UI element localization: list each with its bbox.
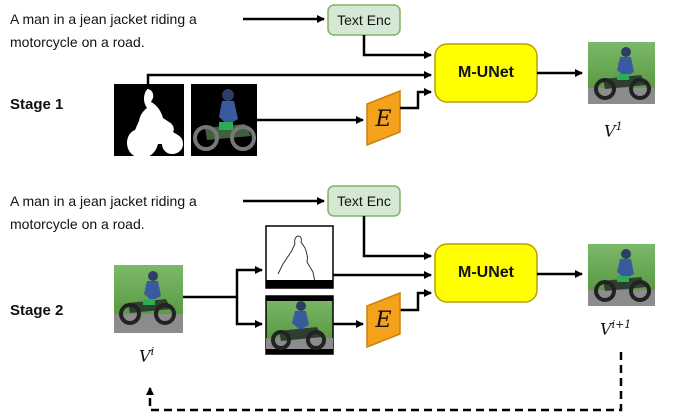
s1-segmented-image xyxy=(191,84,257,156)
s2-output-image xyxy=(588,244,655,306)
s1-text-encoder-label: Text Enc xyxy=(337,12,391,28)
s2-masked-image xyxy=(265,295,334,355)
s2-sketch-image xyxy=(265,225,334,289)
s2-split-upper-arrow xyxy=(235,266,263,297)
s2-output-sup: i+1 xyxy=(611,318,632,331)
s2-unet-label: M-UNet xyxy=(458,264,514,281)
s1-output-base: V xyxy=(604,121,616,141)
s2-encoder-to-unet-arrow xyxy=(400,289,432,312)
s1-output-sup: 1 xyxy=(615,120,623,133)
s1-textenc-to-unet-arrow xyxy=(362,35,432,59)
s2-text-encoder-label: Text Enc xyxy=(337,193,391,209)
s1-mask-to-unet-arrow xyxy=(146,71,432,95)
s2-prompt-line1: A man in a jean jacket riding a xyxy=(10,193,197,209)
s2-output-base: V xyxy=(600,319,612,339)
s2-encoder-shape xyxy=(366,291,401,349)
s2-output-label: Vi+1 xyxy=(600,318,631,338)
s1-prompt-line1: A man in a jean jacket riding a xyxy=(10,11,197,27)
s2-input-label: Vi xyxy=(139,345,154,365)
s2-input-image xyxy=(114,265,183,333)
s2-encoder-label: E xyxy=(375,307,392,333)
s1-unet-label: M-UNet xyxy=(458,64,514,81)
s2-input-base: V xyxy=(139,346,151,366)
s1-stage-label: Stage 1 xyxy=(10,96,64,113)
s1-encoder-to-unet-arrow xyxy=(400,88,432,110)
s1-output-label: V1 xyxy=(604,120,623,140)
s1-encoder-label: E xyxy=(375,106,392,132)
s1-encoder-shape xyxy=(366,89,401,147)
s1-prompt-line2: motorcycle on a road. xyxy=(10,34,145,50)
s2-prompt-line2: motorcycle on a road. xyxy=(10,216,145,232)
s2-stage-label: Stage 2 xyxy=(10,302,64,319)
s2-split-lower-arrow xyxy=(235,297,263,328)
feedback-dashed-loop xyxy=(146,352,623,412)
s2-input-sup: i xyxy=(150,345,155,358)
s2-textenc-to-unet-arrow xyxy=(362,216,432,260)
s1-mask-image xyxy=(114,84,184,158)
s1-output-image xyxy=(588,42,655,104)
